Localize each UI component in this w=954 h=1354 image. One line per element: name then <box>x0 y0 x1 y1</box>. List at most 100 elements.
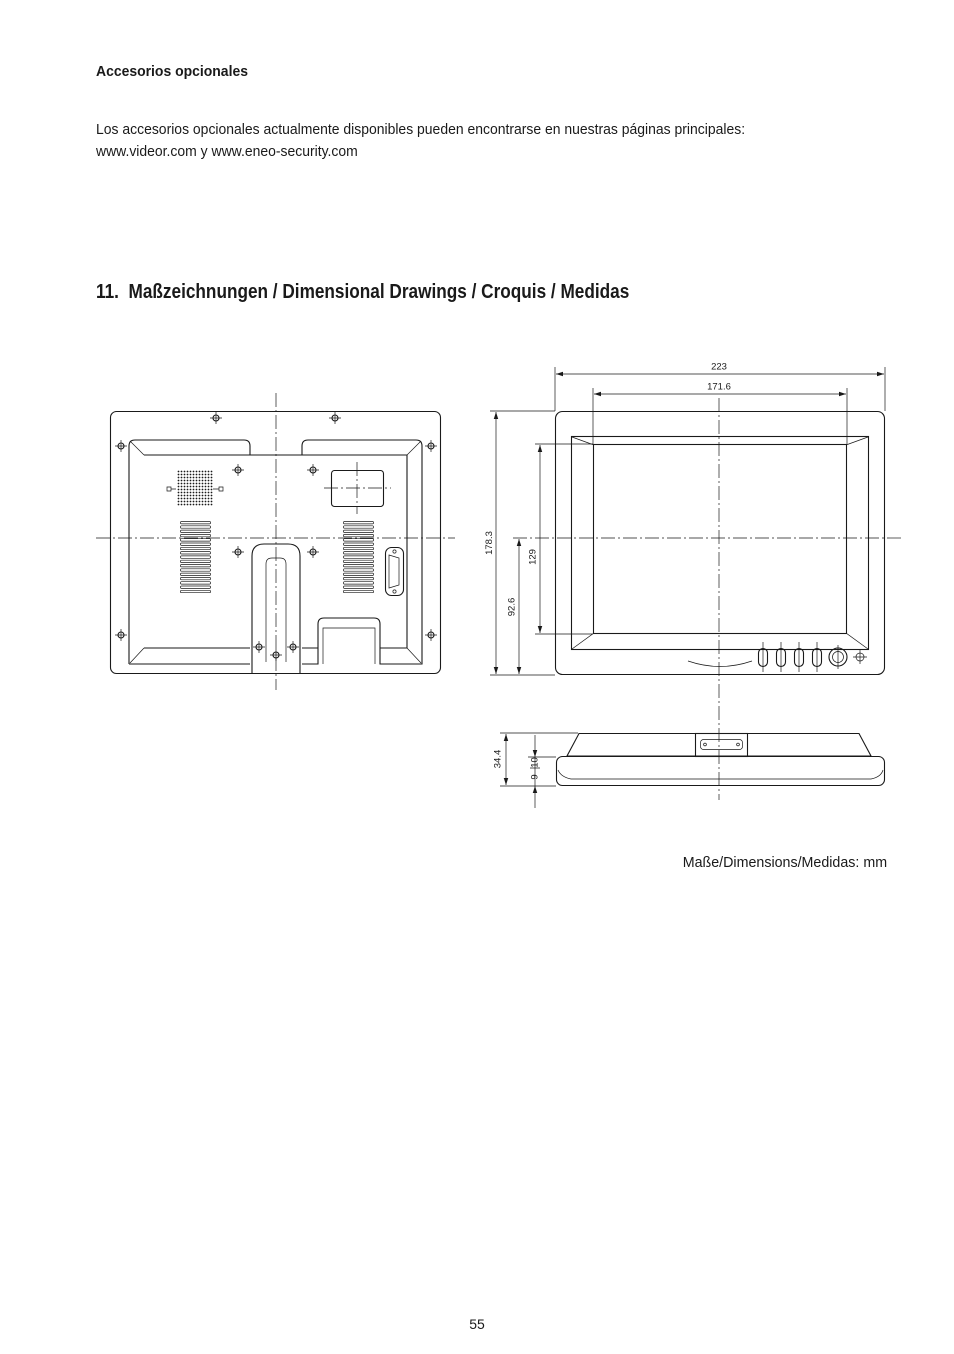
speaker-hole <box>204 473 207 476</box>
screw-marker <box>287 641 299 653</box>
speaker-hole <box>195 485 198 488</box>
speaker-hole <box>198 473 201 476</box>
speaker-hole <box>183 473 186 476</box>
screw-marker <box>232 546 244 558</box>
screw-marker <box>329 412 341 424</box>
vent-slot <box>180 534 211 538</box>
label-plate-centerlines <box>324 462 391 514</box>
speaker-hole <box>177 482 180 485</box>
speaker-hole <box>183 503 186 506</box>
speaker-hole <box>180 470 183 473</box>
speaker-hole <box>189 497 192 500</box>
screw-crosshair <box>425 440 437 452</box>
speaker-hole <box>210 503 213 506</box>
led-indicator <box>855 652 865 662</box>
speaker-hole <box>198 485 201 488</box>
speaker-hole <box>207 473 210 476</box>
speaker-hole <box>189 479 192 482</box>
speaker-hole <box>183 479 186 482</box>
speaker-hole <box>210 488 213 491</box>
speaker-grid <box>177 470 213 506</box>
vent-slot <box>343 525 374 529</box>
dim-129-label: 129 <box>528 549 539 565</box>
speaker-hole <box>177 485 180 488</box>
vent-slot <box>343 529 374 533</box>
speaker-hole <box>198 476 201 479</box>
screw-marker <box>270 649 282 661</box>
dim-223-label: 223 <box>711 362 727 373</box>
speaker-hole <box>180 485 183 488</box>
speaker-hole <box>186 503 189 506</box>
accessories-text-line2: www.videor.com y www.eneo-security.com <box>96 143 358 160</box>
speaker-hole <box>210 479 213 482</box>
stand-hinge-block <box>322 627 376 664</box>
control-button-centerlines <box>762 642 818 672</box>
speaker-hole <box>186 491 189 494</box>
mounting-screws <box>115 412 437 661</box>
screw-crosshair <box>115 629 127 641</box>
vent-slot <box>180 559 211 563</box>
dsub-socket <box>388 554 400 589</box>
speaker-hole <box>207 485 210 488</box>
speaker-hole <box>201 500 204 503</box>
speaker-hole <box>210 497 213 500</box>
speaker-hole <box>204 491 207 494</box>
dim-129-extension <box>535 443 593 635</box>
screw-marker <box>115 440 127 452</box>
vent-slot <box>343 521 374 525</box>
speaker-hole <box>201 485 204 488</box>
vent-slot <box>343 589 374 594</box>
speaker-hole <box>183 497 186 500</box>
speaker-hole <box>201 494 204 497</box>
screw-crosshair <box>425 629 437 641</box>
speaker-hole <box>192 482 195 485</box>
speaker-hole <box>210 476 213 479</box>
speaker-hole <box>207 488 210 491</box>
speaker-hole <box>195 473 198 476</box>
dim-10-label: 10 <box>530 757 541 768</box>
speaker-hole <box>198 491 201 494</box>
screw-crosshair <box>287 641 299 653</box>
screw-hole <box>289 643 297 651</box>
screw-crosshair <box>253 641 265 653</box>
speaker-side-markers <box>166 486 224 492</box>
section-heading: 11. Maßzeichnungen / Dimensional Drawing… <box>96 281 630 303</box>
front-bottom-arc <box>687 660 753 667</box>
screw-crosshair <box>115 440 127 452</box>
speaker-hole <box>189 491 192 494</box>
vent-slot <box>343 585 374 589</box>
speaker-hole <box>180 491 183 494</box>
side-view: 34.4 10 9 <box>493 732 886 808</box>
rear-bevel-lines <box>129 440 422 664</box>
screw-crosshair <box>210 412 222 424</box>
speaker-hole <box>177 473 180 476</box>
speaker-hole <box>207 503 210 506</box>
power-knob-inner <box>832 651 844 663</box>
control-buttons <box>757 642 867 672</box>
vent-slot <box>180 555 211 559</box>
screw-hole <box>212 414 220 422</box>
rear-housing-outline <box>128 439 423 665</box>
vent-slot <box>180 572 211 576</box>
speaker-hole <box>189 470 192 473</box>
speaker-hole <box>198 482 201 485</box>
screw-hole <box>255 643 263 651</box>
vent-slot <box>180 564 211 568</box>
front-bezel <box>570 435 870 651</box>
speaker-hole <box>189 485 192 488</box>
speaker-hole <box>195 497 198 500</box>
speaker-hole <box>204 470 207 473</box>
led-crosshair <box>837 645 867 669</box>
vent-slot <box>343 534 374 538</box>
speaker-hole <box>198 488 201 491</box>
screw-hole <box>427 631 435 639</box>
accessories-text-line1: Los accesorios opcionales actualmente di… <box>96 121 746 138</box>
screw-marker <box>307 464 319 476</box>
vent-slot <box>180 525 211 529</box>
vent-slot <box>343 542 374 546</box>
rear-inner-panel <box>144 454 408 649</box>
screw-hole <box>117 631 125 639</box>
side-connector <box>700 739 743 750</box>
speaker-hole <box>189 488 192 491</box>
speaker-hole <box>189 500 192 503</box>
